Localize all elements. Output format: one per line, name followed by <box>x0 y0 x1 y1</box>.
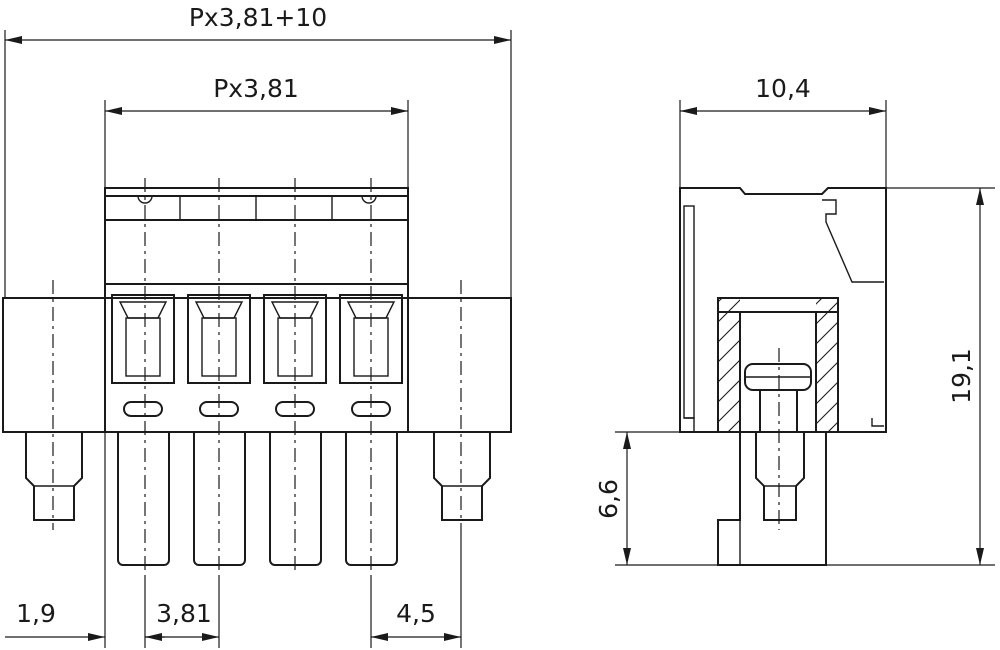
clamp-section <box>717 297 839 433</box>
screw-opening-1 <box>111 294 175 417</box>
connector-body <box>2 187 512 433</box>
overall-width-dimension: Px3,81+10 <box>4 3 512 298</box>
screw-openings <box>111 294 403 417</box>
contact-pins <box>117 432 398 566</box>
side-pin <box>717 348 827 566</box>
pitch-label: 3,81 <box>156 599 212 628</box>
pitch-span-dimension: Px3,81 <box>104 74 409 188</box>
flange-pegs <box>25 432 491 521</box>
edge-offset-label: 1,9 <box>16 599 56 628</box>
pitch-span-label: Px3,81 <box>213 74 299 103</box>
side-view: 10,4 <box>594 74 995 566</box>
depth-dimension: 10,4 <box>679 74 887 188</box>
pin-length-label: 6,6 <box>594 479 623 519</box>
side-housing <box>679 187 887 433</box>
front-view: Px3,81+10 Px3,81 <box>2 3 512 648</box>
depth-label: 10,4 <box>755 74 811 103</box>
height-label: 19,1 <box>947 348 976 404</box>
flange-offset-label: 4,5 <box>396 599 436 628</box>
height-dimension: 19,1 <box>826 187 995 566</box>
pin-length-dimension: 6,6 <box>594 431 718 566</box>
overall-width-label: Px3,81+10 <box>189 3 327 32</box>
bottom-dimensions: 1,9 3,81 4,5 <box>5 432 462 648</box>
centre-lines <box>52 178 462 575</box>
